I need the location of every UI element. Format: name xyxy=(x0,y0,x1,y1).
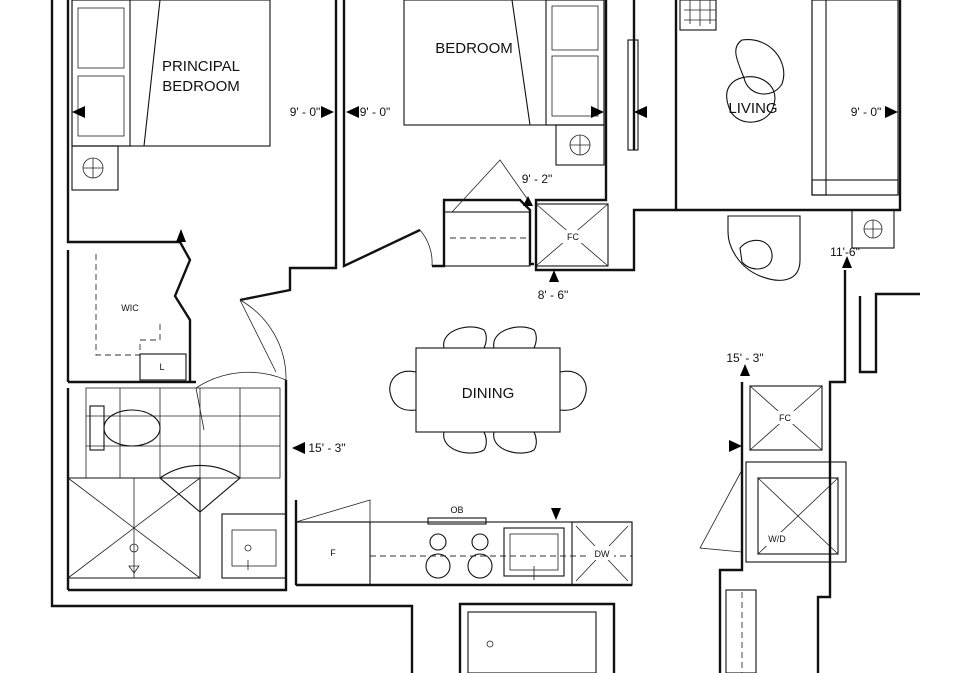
fridge-label: F xyxy=(330,548,336,558)
living-area: LIVING 9' - 0" 11'-6" xyxy=(679,0,899,281)
linen-label: L xyxy=(159,362,164,372)
sink-icon xyxy=(851,209,895,249)
bed xyxy=(403,0,605,126)
island xyxy=(467,611,597,673)
vanity xyxy=(221,513,287,579)
dimension-arrow xyxy=(346,106,359,118)
washer-dryer-label: W/D xyxy=(768,534,786,544)
chair xyxy=(443,326,487,349)
dimension-dining: 15' - 3" xyxy=(308,441,345,455)
toilet-icon xyxy=(103,409,161,447)
dimension-arrow xyxy=(591,106,604,118)
dimension-arrow xyxy=(885,106,898,118)
principal-bedroom-area: PRINCIPAL BEDROOM 9' - 0" xyxy=(71,0,334,191)
dimension-living-depth: 11'-6" xyxy=(830,245,860,259)
bathroom xyxy=(67,371,287,579)
dimension-bedroom: 9' - 0" xyxy=(360,105,391,119)
dimension-arrow xyxy=(842,256,852,268)
wic-label: WIC xyxy=(121,303,139,313)
kitchen: F OB DW xyxy=(295,499,633,673)
room-label-living: LIVING xyxy=(728,100,777,117)
dimension-arrow xyxy=(292,442,305,454)
chair xyxy=(493,326,537,349)
dishwasher-label: DW xyxy=(595,549,610,559)
fan-coil xyxy=(749,385,823,451)
washer-dryer xyxy=(745,461,847,563)
fan-coil-den-label: FC xyxy=(779,413,791,423)
dimension-den: 15' - 3" xyxy=(726,351,763,365)
chair xyxy=(493,431,537,454)
dimension-arrow xyxy=(549,270,559,282)
room-label-bedroom: BEDROOM xyxy=(435,40,513,57)
dimension-arrow xyxy=(523,196,533,206)
dimension-arrow xyxy=(729,440,742,452)
burner-icon xyxy=(467,553,493,579)
burner-icon xyxy=(429,533,447,551)
chair xyxy=(389,370,417,411)
laundry-area: 15' - 3" FC W/D xyxy=(699,351,847,673)
chair xyxy=(443,431,487,454)
burner-icon xyxy=(425,553,451,579)
dimension-bedroom-closet: 9' - 2" xyxy=(522,172,553,186)
shower-door xyxy=(159,464,241,513)
side-table xyxy=(735,39,785,95)
dimension-arrow xyxy=(72,106,85,118)
plant xyxy=(679,0,717,31)
burner-icon xyxy=(471,533,489,551)
dimension-arrow xyxy=(321,106,334,118)
dimension-living: 9' - 0" xyxy=(851,105,882,119)
dimension-arrow xyxy=(176,229,186,242)
dimension-arrow xyxy=(634,106,647,118)
fan-coil xyxy=(535,203,609,267)
room-label-principal-bedroom-line1: PRINCIPAL xyxy=(162,58,240,75)
sofa xyxy=(811,0,899,196)
walk-in-closet: WIC L xyxy=(95,229,187,381)
dimension-bedroom-depth: 8' - 6" xyxy=(538,288,569,302)
dimension-principal-bedroom: 9' - 0" xyxy=(290,105,321,119)
oven-label: OB xyxy=(450,505,463,515)
room-label-dining: DINING xyxy=(462,385,515,402)
bedroom-area: BEDROOM 9' - 0" 9' - 2" FC 8' - 6" xyxy=(346,0,647,302)
armchair xyxy=(727,215,801,281)
dishwasher xyxy=(571,521,633,586)
dimension-arrow xyxy=(740,364,750,376)
fridge xyxy=(295,521,371,586)
dimension-arrow xyxy=(551,508,561,520)
dining-area: DINING 15' - 3" xyxy=(239,299,587,455)
fan-coil-label: FC xyxy=(567,232,579,242)
dining-table xyxy=(415,347,561,433)
chair xyxy=(559,370,587,411)
room-label-principal-bedroom-line2: BEDROOM xyxy=(162,78,240,95)
